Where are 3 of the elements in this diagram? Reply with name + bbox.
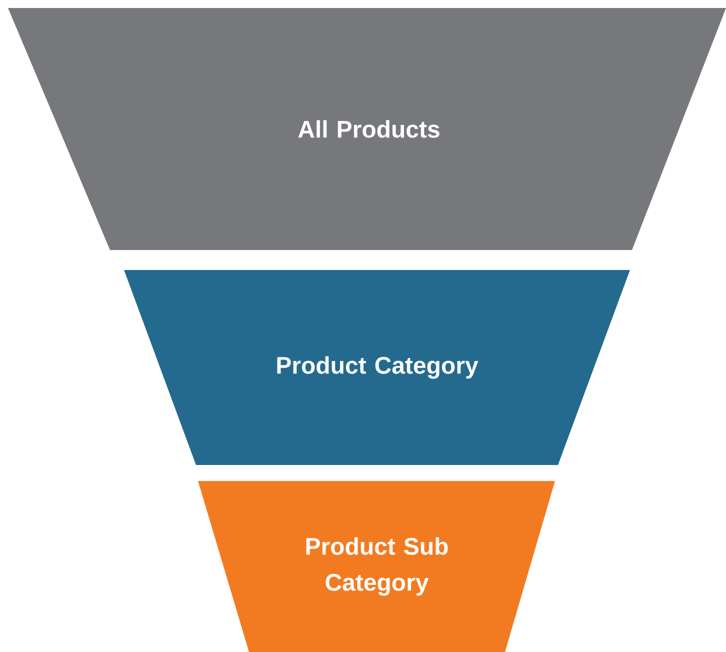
funnel-band: Product Sub Category xyxy=(198,480,555,652)
funnel-band: All Products xyxy=(8,8,726,250)
funnel-band: Product Category xyxy=(124,270,630,465)
